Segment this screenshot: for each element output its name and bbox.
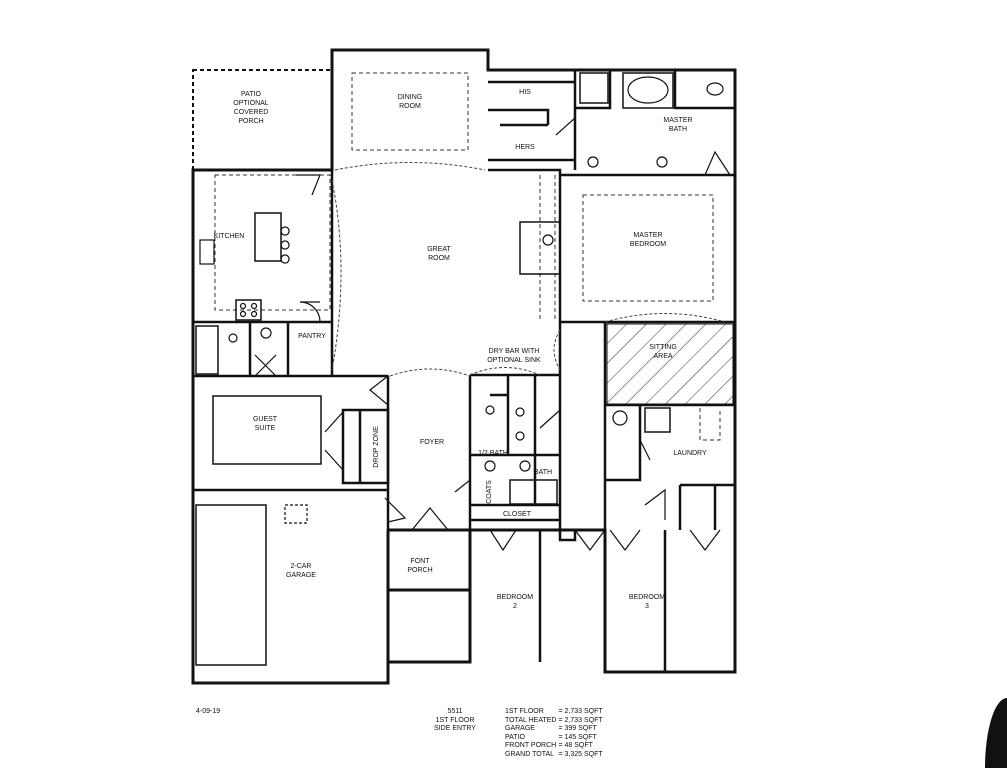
archways (331, 162, 726, 377)
dry-bar-label: DRY BAR WITH (489, 348, 540, 355)
closet-label: CLOSET (503, 511, 532, 518)
area-row: 1ST FLOOR= 2,733 SQFT (505, 708, 603, 715)
master-bath-label: MASTER (663, 117, 692, 124)
his-closet-label: HIS (519, 89, 531, 96)
bedroom-2-label: BEDROOM (497, 594, 533, 601)
half-bath-label: 1/2 BATH (478, 450, 508, 457)
sitting-area-hatch (606, 323, 734, 405)
area-row: PATIO= 145 SQFT (505, 733, 597, 741)
area-summary: 1ST FLOOR= 2,733 SQFT TOTAL HEATED= 2,73… (505, 708, 605, 760)
plan-date: 4-09-19 (196, 708, 221, 715)
plan-entry: SIDE ENTRY (434, 725, 476, 733)
area-row: FRONT PORCH= 48 SQFT (505, 742, 593, 750)
area-row: GARAGE= 399 SQFT (505, 725, 597, 733)
sitting-area-label: SITTING (649, 344, 677, 351)
patio-area (192, 69, 333, 171)
dining-room-label: DINING (398, 94, 423, 101)
plan-reference: 5511 1ST FLOOR SIDE ENTRY (430, 708, 480, 734)
room-outlines (195, 72, 674, 666)
hers-closet-label: HERS (515, 144, 535, 151)
garage-label: 2-CAR (290, 563, 311, 570)
guest-suite-label: GUEST (253, 416, 278, 423)
kitchen-label: KITCHEN (214, 233, 245, 240)
pantry-label: PANTRY (298, 333, 326, 340)
coats-label: COATS (486, 480, 493, 504)
door-swings (254, 116, 731, 552)
foyer-label: FOYER (420, 439, 444, 446)
ceiling-outlines (214, 72, 721, 441)
patio-label: PATIO (241, 91, 262, 98)
area-row: TOTAL HEATED= 2,733 SQFT (505, 716, 603, 724)
plan-number: 5511 (447, 708, 463, 715)
great-room-label: GREAT (427, 246, 451, 253)
laundry-label: LAUNDRY (673, 450, 707, 457)
front-porch-label: FONT (410, 558, 430, 565)
master-bedroom-label: MASTER (633, 232, 662, 239)
area-row: GRAND TOTAL= 3,325 SQFT (505, 750, 603, 758)
drop-zone-label: DROP ZONE (373, 426, 380, 468)
bath-label: BATH (534, 469, 552, 476)
exterior-walls (191, 48, 737, 685)
fixtures (199, 76, 724, 524)
bedroom-3-label: BEDROOM (629, 594, 665, 601)
plan-floor: 1ST FLOOR (435, 716, 475, 724)
interior-walls (193, 70, 735, 672)
